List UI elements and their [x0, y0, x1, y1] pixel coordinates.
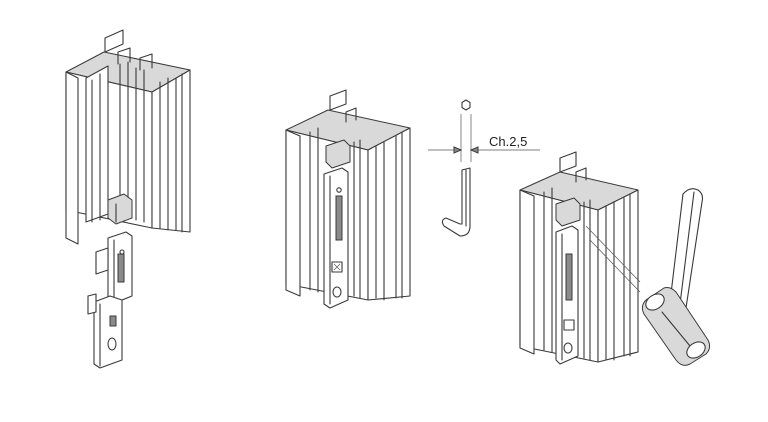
step-1-profile-assembly — [65, 29, 191, 369]
hex-key-icon — [441, 167, 471, 237]
step-2-profile-mounted — [285, 89, 411, 309]
hex-key-detail: Ch.2,5 — [428, 99, 540, 237]
step-3-profile-hammer — [519, 151, 711, 366]
hex-key-size-label: Ch.2,5 — [489, 134, 527, 149]
hammer-icon — [669, 188, 704, 309]
hexagon-icon — [461, 99, 471, 111]
